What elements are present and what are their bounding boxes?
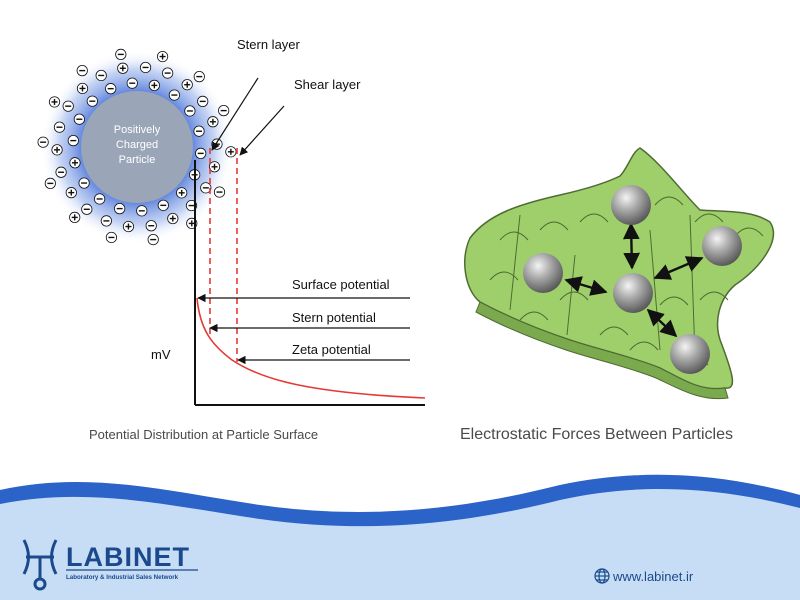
brand-name: LABINET — [66, 542, 190, 572]
shear-layer-label: Shear layer — [294, 77, 361, 92]
logo-symbol — [22, 539, 58, 591]
surface-patch — [464, 147, 775, 390]
particle-sphere-top — [611, 185, 651, 225]
force-arrow-right — [653, 256, 704, 280]
stern-layer-pointer — [211, 77, 259, 151]
surface-potential-label: Surface potential — [292, 277, 390, 292]
force-arrows — [564, 222, 704, 338]
website-url[interactable]: www.labinet.ir — [612, 569, 694, 584]
particle-sphere-center — [613, 273, 653, 313]
particle-sphere-bottom — [670, 334, 710, 374]
force-arrow-top — [622, 222, 641, 270]
force-arrow-left — [564, 276, 608, 296]
particle-sphere-left — [523, 253, 563, 293]
force-arrow-bottom — [646, 308, 678, 338]
stern-potential-label: Stern potential — [292, 310, 376, 325]
ion-charges — [37, 48, 237, 246]
forces-caption: Electrostatic Forces Between Particles — [460, 426, 733, 443]
particle-label-line2: Charged — [116, 139, 158, 151]
charged-particle: Positively Charged Particle — [37, 48, 237, 246]
double-layer-caption: Potential Distribution at Particle Surfa… — [89, 427, 318, 442]
particle-sphere-right — [702, 226, 742, 266]
shear-layer-pointer — [239, 105, 285, 156]
potential-curve — [196, 297, 426, 399]
particle-label-line1: Positively — [114, 124, 161, 136]
surface-edge — [475, 301, 729, 400]
brand-tagline: Laboratory & Industrial Sales Network — [66, 574, 179, 581]
stern-layer-label: Stern layer — [237, 37, 301, 52]
mv-axis-label: mV — [151, 347, 171, 362]
footer-wave-band — [0, 474, 800, 527]
particle-label-line3: Particle — [119, 154, 156, 166]
particle-core — [81, 91, 193, 203]
zeta-potential-label: Zeta potential — [292, 342, 371, 357]
green-surface — [464, 147, 775, 400]
website-link[interactable]: www.labinet.ir — [594, 568, 694, 584]
labinet-logo: LABINET Laboratory & Industrial Sales Ne… — [22, 539, 198, 591]
globe-icon — [594, 568, 610, 584]
